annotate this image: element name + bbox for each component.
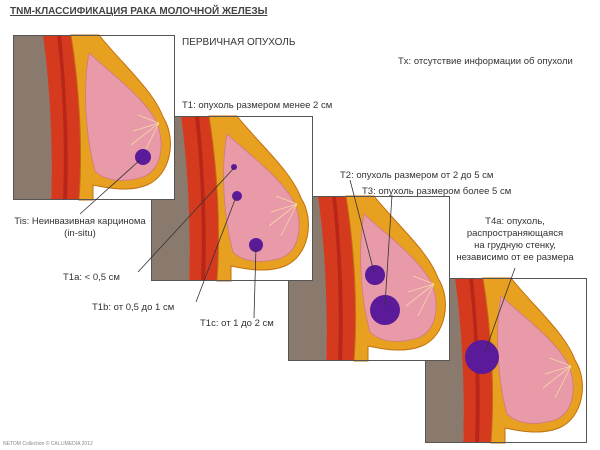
page-title: TNM-КЛАССИФИКАЦИЯ РАКА МОЛОЧНОЙ ЖЕЛЕЗЫ	[10, 6, 268, 17]
label-t1: T1: опухоль размером менее 2 см	[182, 100, 333, 111]
leader-line-t1c	[253, 245, 257, 319]
label-tis: Tis: Неинвазивная карцинома (in-situ)	[5, 216, 155, 240]
tumor-t1c	[249, 238, 263, 252]
label-t4a-line: распространяющаяся	[466, 228, 564, 239]
leader-line-t4a	[484, 267, 516, 353]
label-tx: Tx: отсутствие информации об опухоли	[398, 56, 573, 67]
tumor-t3	[370, 295, 400, 325]
label-t1c: T1c: от 1 до 2 см	[200, 318, 274, 329]
leader-line-t2	[349, 179, 375, 273]
label-t2: T2: опухоль размером от 2 до 5 см	[340, 170, 494, 181]
leader-line-t1a	[137, 167, 235, 273]
label-t4a-line: T4a: опухоль,	[485, 216, 545, 227]
tumor-t4a	[465, 340, 499, 374]
label-t1a: T1a: < 0,5 см	[63, 272, 120, 283]
leader-line-t1b	[195, 196, 237, 303]
tumor-t1b	[232, 191, 242, 201]
leader-line-t3	[384, 194, 393, 306]
label-t4a-line: на грудную стенку,	[474, 240, 556, 251]
label-t4a: T4a: опухоль, распространяющаяся на груд…	[455, 216, 575, 264]
label-t3: T3: опухоль размером более 5 см	[362, 186, 512, 197]
leader-line-tis	[79, 159, 141, 215]
section-heading: ПЕРВИЧНАЯ ОПУХОЛЬ	[182, 37, 296, 48]
copyright: NETOM Collection © CALLIMEDIA 2012	[3, 441, 93, 447]
tumor-t2	[365, 265, 385, 285]
label-tis-line: (in-situ)	[64, 228, 96, 239]
panel-tis	[12, 34, 176, 201]
label-t4a-line: независимо от ее размера	[456, 252, 574, 263]
tumor-t1a	[231, 164, 237, 170]
label-tis-line: Tis: Неинвазивная карцинома	[14, 216, 146, 227]
label-t1b: T1b: от 0,5 до 1 см	[92, 302, 175, 313]
panel-t1	[150, 115, 314, 282]
